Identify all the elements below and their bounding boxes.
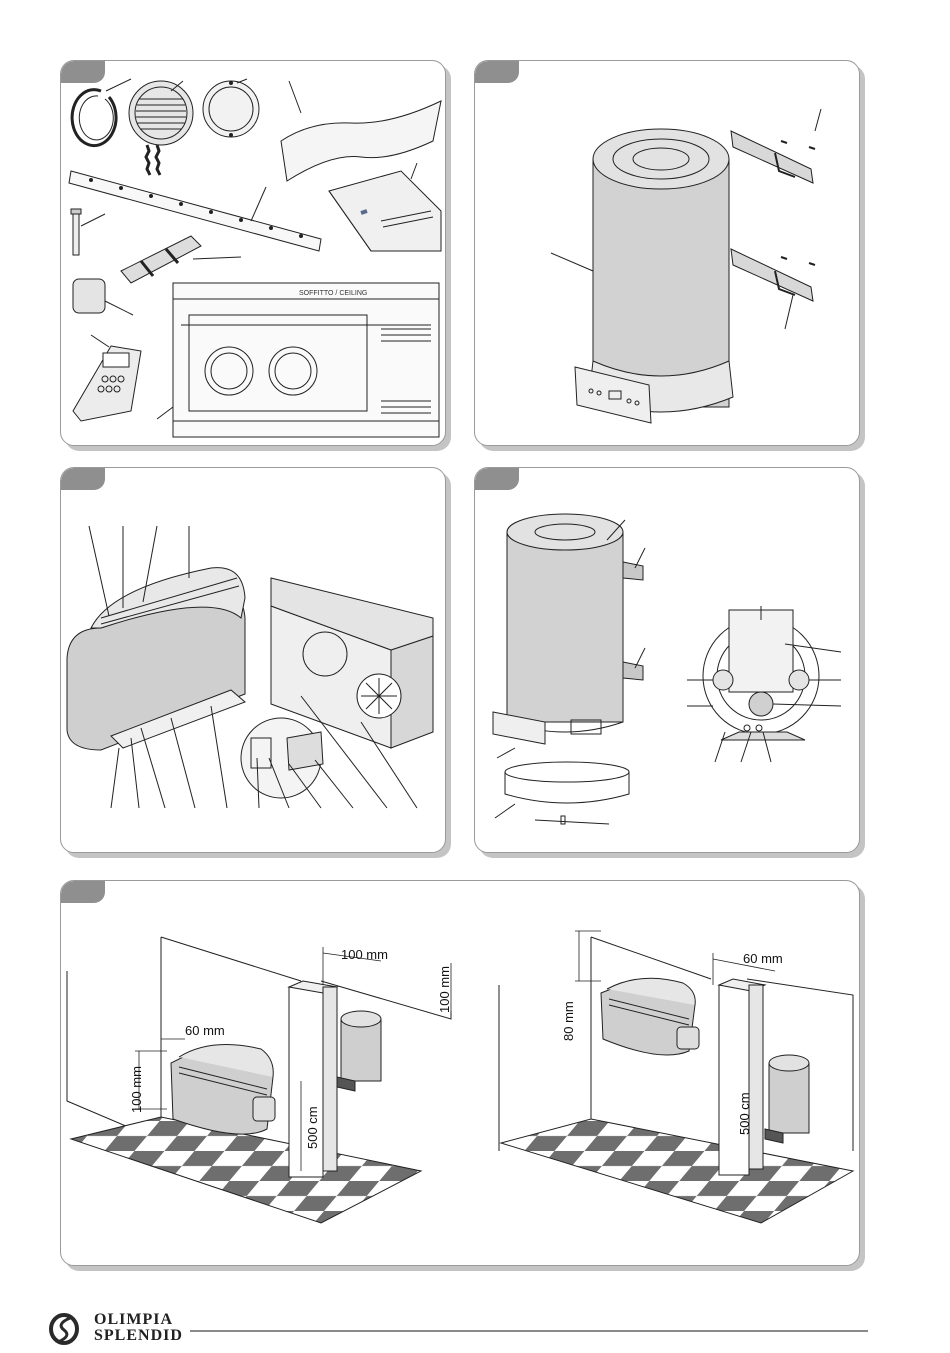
figure-5-panel: 60 mm 100 mm 100 mm 100 mm 500 cm 60 mm … <box>60 880 860 1266</box>
olimpia-splendid-logo-icon <box>48 1312 84 1346</box>
figure-2-drawing <box>475 61 859 445</box>
figure-4-drawing <box>475 468 859 852</box>
figure-4-panel <box>474 467 860 853</box>
mounting-bar <box>69 171 321 251</box>
drilling-template <box>157 283 439 437</box>
left-indoor-unit <box>171 1045 275 1135</box>
base-tray <box>505 762 629 824</box>
split-ring <box>72 79 131 146</box>
rear-view <box>703 610 819 740</box>
right-side-gap-label: 60 mm <box>743 951 783 966</box>
page-footer: OLIMPIA SPLENDID <box>48 1308 868 1348</box>
cover-cap <box>73 279 133 315</box>
left-wall-gap-label: 100 mm <box>437 966 452 1013</box>
air-grille <box>129 81 193 175</box>
figure-1-panel: SOFFITTO / CEILING <box>60 60 446 446</box>
connection-detail-inset <box>241 718 323 798</box>
left-unit-gap-label: 100 mm <box>341 947 388 962</box>
upper-bracket <box>731 109 821 183</box>
figure-2-panel <box>474 60 860 446</box>
hook-brackets <box>121 236 241 283</box>
remote-control <box>73 335 141 421</box>
instruction-manual <box>329 163 441 251</box>
external-unit-body <box>493 514 643 744</box>
left-side-gap-label: 60 mm <box>185 1023 225 1038</box>
right-indoor-unit <box>601 978 699 1055</box>
right-vertical-gap-label: 500 cm <box>737 1092 752 1135</box>
template-title: SOFFITTO / CEILING <box>299 290 367 297</box>
right-wall-pillar <box>719 979 765 1175</box>
figure-3-drawing <box>61 468 445 852</box>
footer-rule <box>190 1330 868 1332</box>
external-unit-cylinder <box>589 129 733 412</box>
left-height-label: 100 mm <box>129 1066 144 1113</box>
flange-ring <box>203 79 259 137</box>
right-installation-scene <box>499 931 853 1223</box>
figure-3-panel <box>60 467 446 853</box>
figure-1-drawing: SOFFITTO / CEILING <box>61 61 445 445</box>
indoor-unit-front <box>67 568 245 750</box>
figure-5-drawing <box>61 881 859 1265</box>
anchor-screw <box>71 209 105 255</box>
right-height-label: 80 mm <box>561 1001 576 1041</box>
left-external-unit <box>337 1011 381 1091</box>
left-vertical-gap-label: 500 cm <box>305 1106 320 1149</box>
right-external-unit <box>765 1055 809 1143</box>
lower-bracket <box>731 249 815 329</box>
insulation-sheet <box>281 81 441 181</box>
left-installation-scene <box>67 937 451 1223</box>
brand-name-line2: SPLENDID <box>94 1327 183 1345</box>
